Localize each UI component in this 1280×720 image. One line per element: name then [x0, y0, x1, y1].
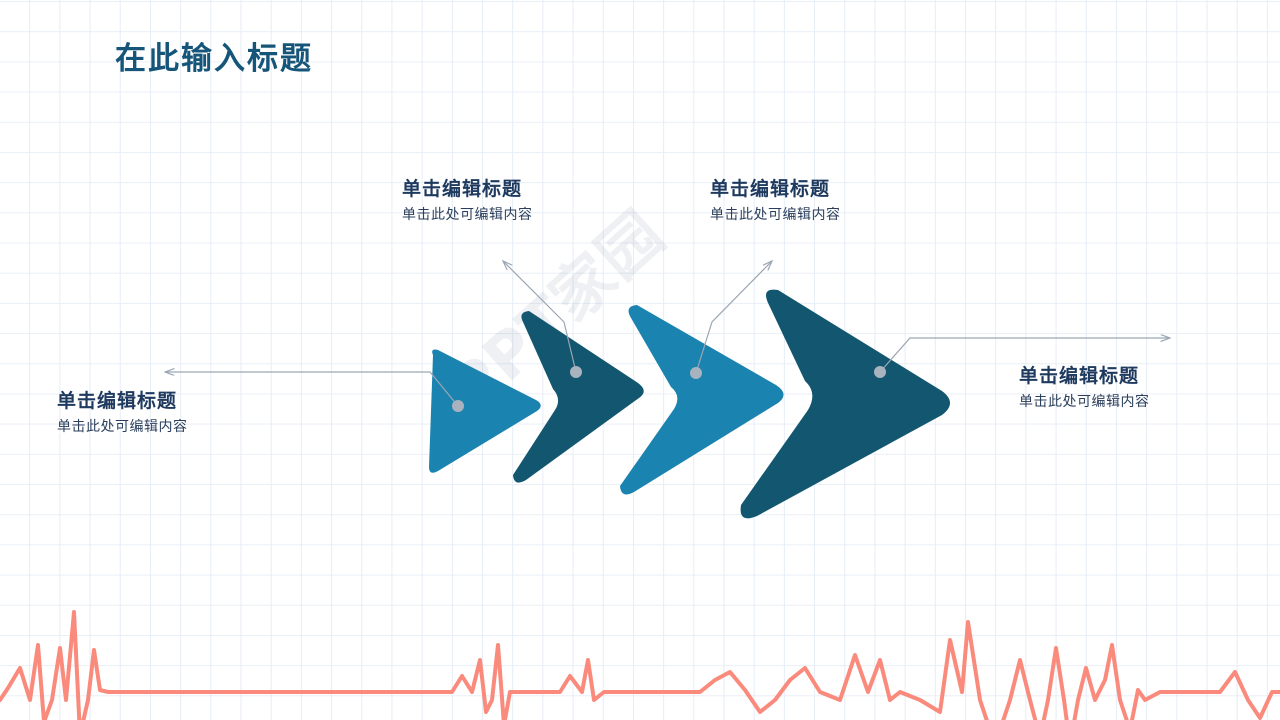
connector-dot-4[interactable] [874, 366, 886, 378]
connector-dot-1[interactable] [452, 400, 464, 412]
callout-1-body: 单击此处可编辑内容 [57, 418, 188, 435]
callout-4-title: 单击编辑标题 [1019, 365, 1140, 387]
connector-group [165, 261, 1170, 407]
callout-2[interactable]: 单击编辑标题 单击此处可编辑内容 [402, 178, 533, 226]
process-arrow-1[interactable] [429, 349, 541, 473]
ecg-waveform [0, 610, 1280, 720]
callout-1-title: 单击编辑标题 [57, 390, 178, 412]
connector-line-3 [695, 261, 772, 374]
callout-1[interactable]: 单击编辑标题 单击此处可编辑内容 [57, 390, 188, 438]
process-arrow-2[interactable] [513, 311, 644, 483]
callout-2-body: 单击此处可编辑内容 [402, 206, 533, 223]
callout-4-body: 单击此处可编辑内容 [1019, 393, 1150, 410]
connector-dot-group [452, 366, 886, 412]
callout-2-title: 单击编辑标题 [402, 178, 523, 200]
process-arrow-group [429, 289, 950, 519]
callout-3[interactable]: 单击编辑标题 单击此处可编辑内容 [710, 178, 841, 226]
connector-dot-3[interactable] [690, 367, 702, 379]
page-title: 在此输入标题 [115, 41, 313, 77]
callout-4[interactable]: 单击编辑标题 单击此处可编辑内容 [1019, 365, 1150, 413]
connector-line-2 [503, 261, 577, 373]
connector-dot-2[interactable] [570, 366, 582, 378]
connector-line-4 [879, 338, 1170, 373]
callout-3-title: 单击编辑标题 [710, 178, 831, 200]
connector-line-1 [165, 372, 459, 407]
process-arrow-3[interactable] [620, 305, 784, 495]
process-arrow-4[interactable] [740, 289, 950, 519]
callout-3-body: 单击此处可编辑内容 [710, 206, 841, 223]
